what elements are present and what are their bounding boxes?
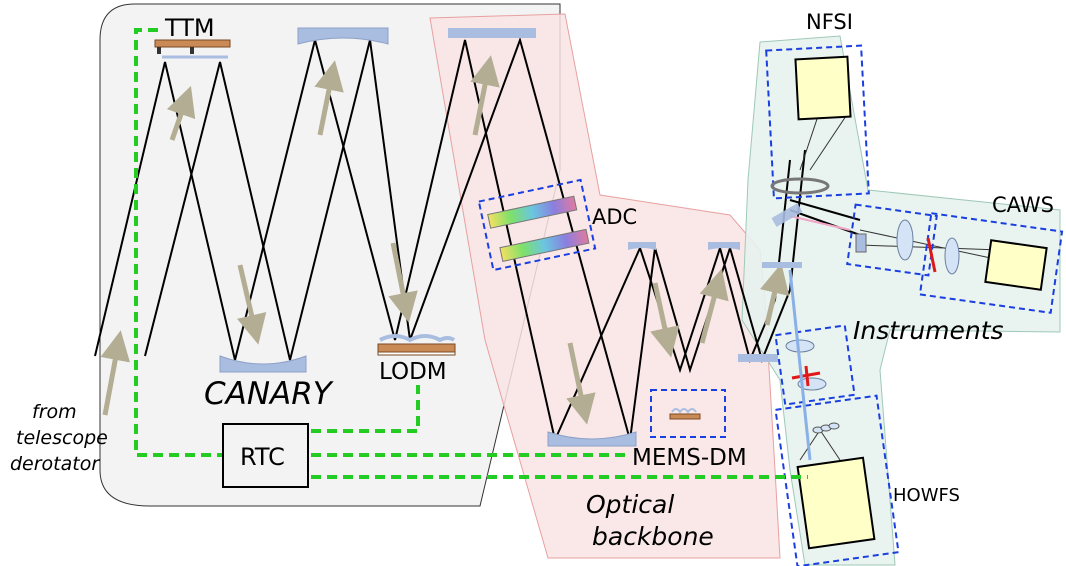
- backbone-mirror-3: [762, 262, 802, 268]
- caws-dashed-box-right: [918, 212, 1064, 314]
- backbone-mirror-4: [738, 354, 778, 362]
- pink-beam: [789, 215, 851, 231]
- label-from: from: [32, 401, 77, 423]
- backbone-mirror-2: [708, 242, 740, 250]
- caws-detector: [984, 239, 1048, 291]
- howfs-optics: [785, 339, 840, 434]
- label-optical-backbone-2: backbone: [592, 522, 714, 551]
- howfs-dashed-box-bottom: [774, 394, 900, 566]
- adc-prisms: [487, 195, 590, 262]
- label-mems-dm: MEMS-DM: [632, 445, 747, 471]
- ttm-mirror: [154, 39, 231, 59]
- nfsi-detector: [794, 55, 852, 121]
- beam-splitter: [771, 203, 803, 227]
- backbone-curved-mirror-bottom: [547, 431, 637, 447]
- label-nfsi: NFSI: [806, 10, 853, 34]
- label-derotator: derotator: [10, 453, 100, 475]
- lodm-mirror: [377, 334, 456, 356]
- label-caws: CAWS: [992, 193, 1054, 217]
- label-optical-backbone-1: Optical: [586, 490, 674, 519]
- label-canary: CANARY: [204, 376, 334, 412]
- caws-dashed-box-left: [846, 203, 938, 277]
- nfsi-dashed-box: [765, 44, 870, 200]
- label-howfs: HOWFS: [893, 485, 960, 506]
- canary-curved-mirror: [219, 355, 307, 373]
- blue-beam: [788, 269, 812, 461]
- adc-dashed-box: [477, 178, 597, 272]
- control-links: [134, 28, 808, 479]
- label-instruments: Instruments: [853, 316, 1004, 345]
- rtc-box: [222, 423, 309, 488]
- flat-mirror-top: [448, 28, 536, 38]
- caws-optics: [855, 219, 960, 275]
- top-curved-mirror: [297, 27, 389, 45]
- label-lodm: LODM: [379, 359, 447, 385]
- label-telescope: telescope: [16, 427, 108, 449]
- mems-dm-device: [669, 408, 701, 420]
- label-ttm: TTM: [164, 14, 215, 42]
- label-rtc: RTC: [240, 443, 285, 471]
- direction-arrows: [100, 55, 790, 425]
- label-adc: ADC: [592, 205, 637, 229]
- backbone-mirror-1: [628, 242, 656, 250]
- howfs-detector: [796, 456, 876, 550]
- howfs-dashed-box-top: [774, 324, 856, 406]
- nfsi-lens: [770, 177, 830, 195]
